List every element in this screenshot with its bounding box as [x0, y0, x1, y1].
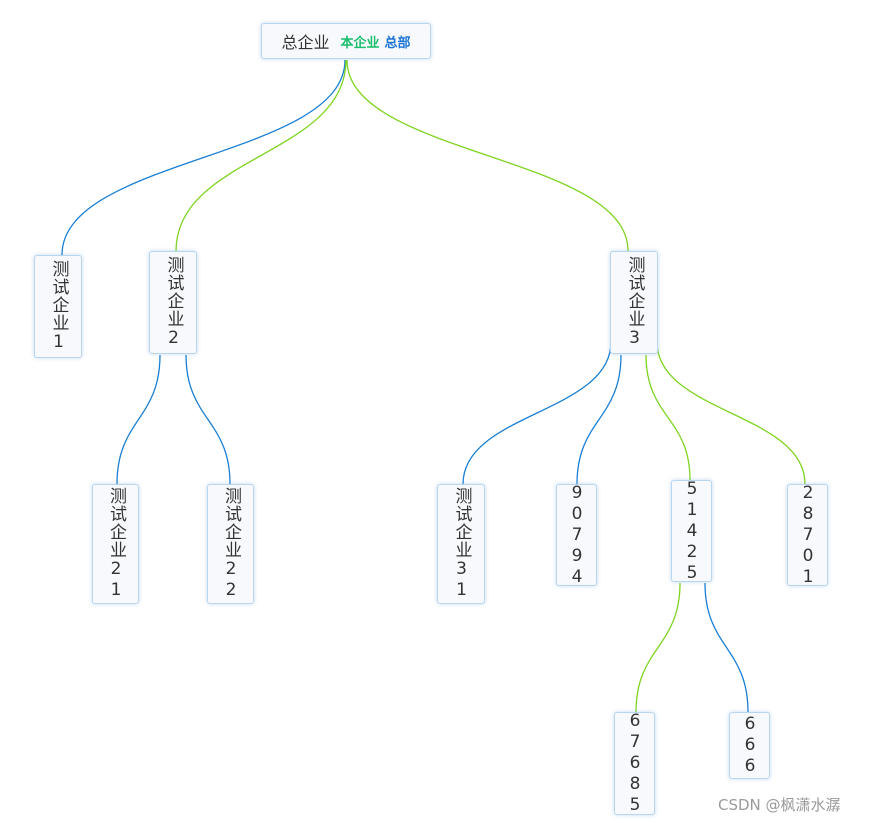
node-label: 测试企业2 [163, 256, 184, 349]
link-c3-90794 [576, 354, 622, 485]
link-c3-51425 [645, 354, 691, 481]
node-label: 666 [740, 714, 760, 777]
link-51425-666 [704, 582, 749, 713]
link-c3-c31 [462, 341, 612, 485]
node-51425[interactable]: 51425 [671, 478, 712, 584]
link-root-c1 [61, 59, 346, 256]
node-test-enterprise-22[interactable]: 测试企业22 [207, 484, 254, 604]
watermark: CSDN @枫潇水潺 [718, 796, 841, 814]
link-c2-c22 [185, 354, 231, 485]
root-label: 总企业 [281, 33, 330, 52]
node-test-enterprise-1[interactable]: 测试企业1 [34, 255, 82, 358]
node-test-enterprise-21[interactable]: 测试企业21 [92, 484, 139, 604]
node-label: 测试企业3 [624, 256, 645, 349]
root-node[interactable]: 总企业 本企业 总部 [261, 23, 431, 59]
node-test-enterprise-2[interactable]: 测试企业2 [149, 251, 197, 354]
node-666[interactable]: 666 [729, 712, 770, 779]
link-root-c3 [346, 59, 629, 252]
node-label: 测试企业21 [106, 487, 126, 601]
node-label: 测试企业1 [48, 260, 69, 353]
link-c2-c21 [116, 354, 161, 485]
link-c3-28701 [656, 341, 806, 485]
node-test-enterprise-31[interactable]: 测试企业31 [437, 484, 485, 604]
node-label: 90794 [567, 482, 587, 588]
node-label: 67685 [625, 711, 645, 816]
node-test-enterprise-3[interactable]: 测试企业3 [610, 251, 658, 354]
node-label: 51425 [682, 478, 702, 584]
node-67685[interactable]: 67685 [614, 711, 655, 816]
tag-own-enterprise: 本企业 [340, 35, 380, 51]
node-label: 测试企业31 [451, 487, 472, 601]
link-root-c2 [175, 59, 347, 252]
node-90794[interactable]: 90794 [556, 482, 597, 588]
link-51425-67685 [635, 582, 681, 713]
node-label: 测试企业22 [221, 487, 241, 601]
tag-headquarters: 总部 [384, 35, 411, 51]
node-28701[interactable]: 28701 [787, 482, 828, 588]
node-label: 28701 [798, 482, 818, 588]
